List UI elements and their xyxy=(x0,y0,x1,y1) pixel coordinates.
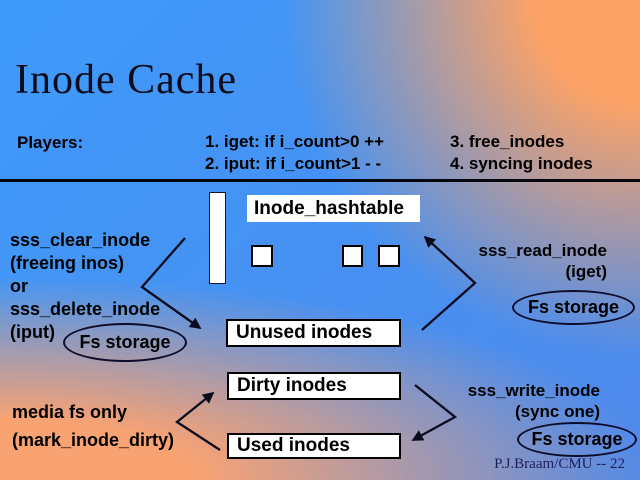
write-inode-note: sss_write_inode (sync one) xyxy=(420,380,600,422)
fs-storage-ellipse-left: Fs storage xyxy=(63,323,187,362)
call-list-right: 3. free_inodes 4. syncing inodes xyxy=(450,131,593,175)
media-fs-only-label: media fs only xyxy=(12,402,128,422)
clear-delete-note: sss_clear_inode (freeing inos) or sss_delet… xyxy=(10,229,160,344)
used-inodes-box: Used inodes xyxy=(227,433,401,459)
call-item-2: 2. iput: if i_count>1 - - xyxy=(205,154,382,173)
call-item-4: 4. syncing inodes xyxy=(450,154,593,173)
call-item-1: 1. iget: if i_count>0 ++ xyxy=(205,132,385,151)
inode-hashtable-box: Inode_hashtable xyxy=(247,195,420,222)
dirty-inodes-box: Dirty inodes xyxy=(227,372,401,400)
slide-title: Inode Cache xyxy=(15,57,238,103)
read-inode-note: sss_read_inode (iget) xyxy=(427,240,607,282)
clear-inode-label: sss_clear_inode xyxy=(10,230,151,250)
sync-one-label: (sync one) xyxy=(514,402,600,421)
header-divider-line xyxy=(0,179,640,182)
inode-square-2 xyxy=(342,245,363,267)
players-label: Players: xyxy=(17,133,84,152)
freeing-inos-label: (freeing inos) xyxy=(10,253,125,273)
fs-storage-ellipse-right: Fs storage xyxy=(512,290,635,325)
fs-storage-ellipse-bottom: Fs storage xyxy=(517,422,637,457)
read-inode-label: sss_read_inode xyxy=(478,241,607,260)
inode-square-3 xyxy=(378,245,400,267)
or-label: or xyxy=(10,276,28,296)
unused-inodes-box: Unused inodes xyxy=(226,319,401,347)
write-inode-label: sss_write_inode xyxy=(467,381,600,400)
call-item-3: 3. free_inodes xyxy=(450,132,565,151)
call-list-left: 1. iget: if i_count>0 ++ 2. iput: if i_co… xyxy=(205,131,384,175)
slide-footer-credit: P.J.Braam/CMU -- 22 xyxy=(494,456,625,472)
hashtable-bar xyxy=(209,192,226,284)
delete-inode-label: sss_delete_inode xyxy=(10,299,161,319)
iput-label: (iput) xyxy=(10,322,55,342)
inode-square-1 xyxy=(251,245,273,267)
mark-inode-dirty-label: (mark_inode_dirty) xyxy=(12,430,175,450)
iget-label: (iget) xyxy=(565,262,607,281)
arrow-used-to-dirty xyxy=(175,391,221,451)
